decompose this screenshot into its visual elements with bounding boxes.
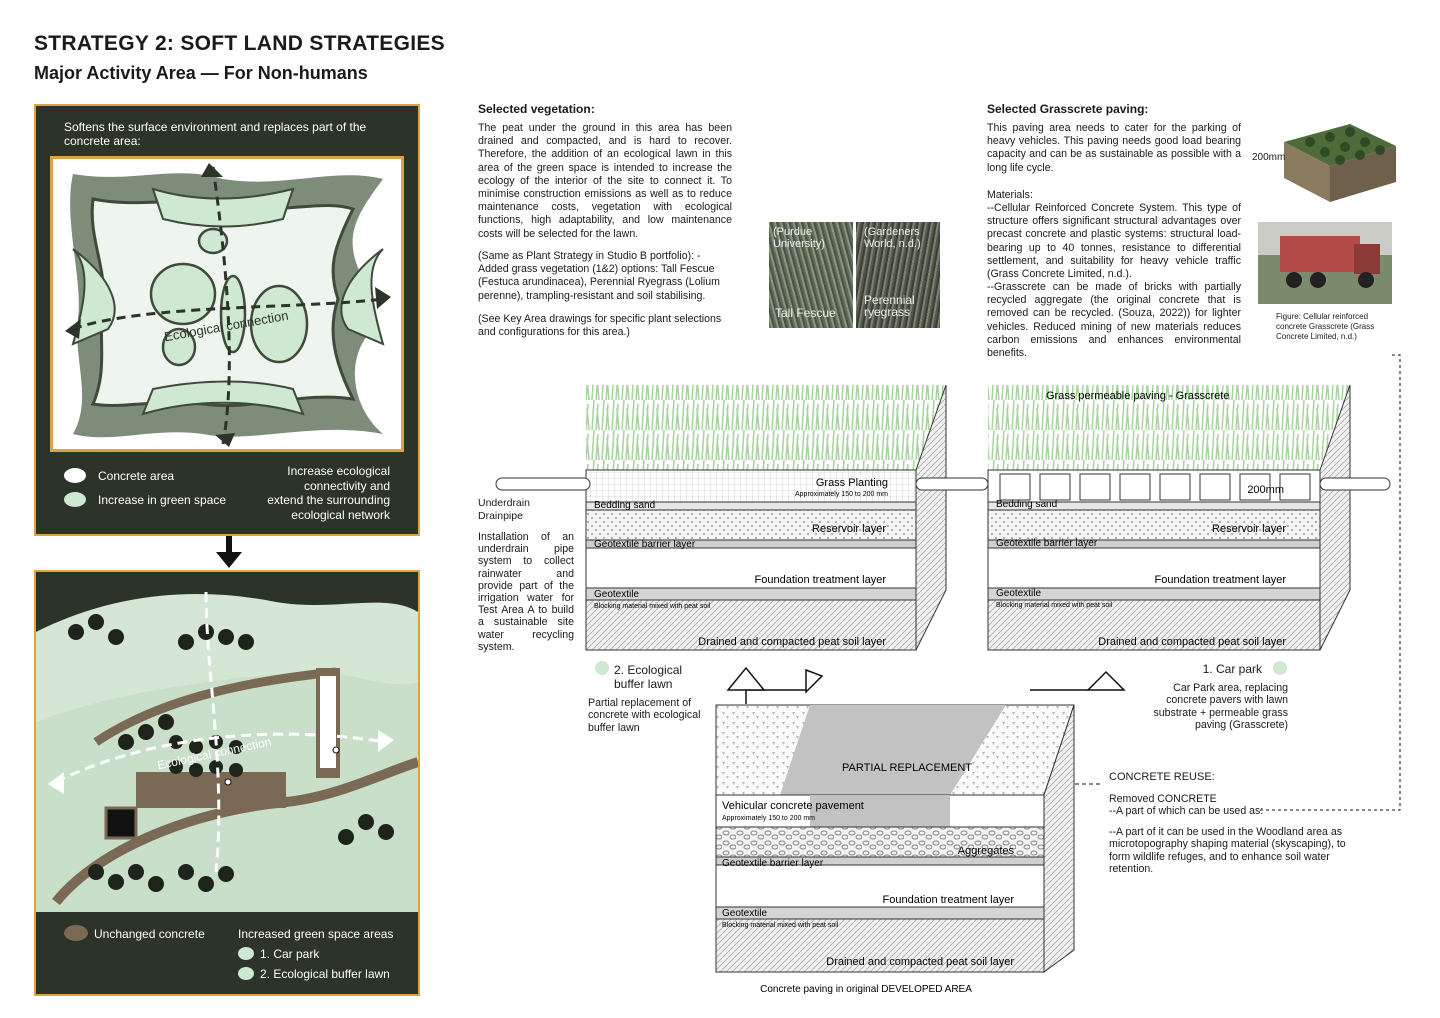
right-dim-label: 200mm: [1247, 484, 1284, 496]
top-strategy-panel: Softens the surface environment and repl…: [34, 104, 420, 536]
grasscrete-dim-label: 200mm: [1252, 152, 1285, 163]
right-layer-peat: Drained and compacted peat soil layer: [1098, 636, 1286, 648]
connection-diagram-svg: Ecological connection: [65, 163, 391, 447]
legend-unchanged-label: Unchanged concrete: [94, 927, 205, 941]
left-layer-reservoir: Reservoir layer: [812, 523, 886, 535]
legend-green-title: Increased green space areas: [238, 927, 394, 941]
down-arrow-icon: [216, 536, 242, 568]
right-layer-foundation: Foundation treatment layer: [1155, 574, 1287, 586]
pipe-text: Installation of an underdrain pipe syste…: [478, 531, 574, 653]
right-layer-blocking: Blocking material mixed with peat soil: [996, 602, 1113, 609]
vegetation-para2: (Same as Plant Strategy in Studio B port…: [478, 250, 721, 302]
legend-concrete-label: Concrete area: [98, 469, 175, 483]
legend-green-label: Increase in green space: [98, 493, 227, 507]
reuse-line2: --A part of which can be used as:: [1109, 805, 1264, 817]
partial-replacement-label: PARTIAL REPLACEMENT: [842, 762, 972, 774]
page-subtitle: Major Activity Area — For Non-humans: [34, 63, 368, 83]
legend-green-swatch: [64, 492, 86, 507]
grasscrete-materials: Materials:: [987, 189, 1033, 201]
bottom-section-block: [715, 704, 1075, 973]
truck-icon: [1280, 236, 1380, 288]
ryegrass-photo: (Gardeners World, n.d.) Perennial ryegra…: [856, 222, 940, 328]
pavement-sub: Approximately 150 to 200 mm: [722, 815, 815, 822]
legend-carpark-label: 1. Car park: [260, 947, 320, 961]
pipe-label: Underdrain Drainpipe: [478, 497, 530, 522]
bottom-layer-blocking: Blocking material mixed with peat soil: [722, 922, 839, 929]
right-layer-geotextile: Geotextile: [996, 588, 1041, 599]
reuse-line1: Removed CONCRETE: [1109, 793, 1217, 805]
vegetation-para3: (See Key Area drawings for specific plan…: [478, 313, 722, 339]
grasscrete-para1: This paving area needs to cater for the …: [987, 122, 1241, 174]
left-layer-geotextile-barrier: Geotextile barrier layer: [594, 539, 696, 550]
left-layer-peat: Drained and compacted peat soil layer: [698, 636, 886, 648]
grasscrete-heading: Selected Grasscrete paving:: [987, 102, 1149, 116]
bottom-layer-foundation: Foundation treatment layer: [883, 894, 1015, 906]
pavement-label: Vehicular concrete pavement: [722, 800, 864, 812]
bottom-layer-geotextile-barrier: Geotextile barrier layer: [722, 858, 824, 869]
tall-fescue-photo: (Purdue University) Tall Fescue: [769, 222, 853, 328]
lawn-marker-dot: [595, 661, 609, 675]
legend-buffer-swatch: [238, 967, 254, 980]
legend-note: Increase ecological connectivity and ext…: [267, 464, 390, 522]
left-layer-bedding: Bedding sand: [594, 500, 655, 511]
panel-intro: Softens the surface environment and repl…: [64, 120, 367, 148]
legend-carpark-swatch: [238, 947, 254, 960]
arrow-up-right-icon: [1086, 670, 1126, 691]
left-layer-foundation: Foundation treatment layer: [755, 574, 887, 586]
right-layer-geotextile-barrier: Geotextile barrier layer: [996, 538, 1098, 549]
legend-concrete-swatch: [64, 468, 86, 483]
legend-buffer-label: 2. Ecological buffer lawn: [260, 967, 390, 981]
vegetation-para1: The peat under the ground in this area h…: [478, 122, 732, 240]
site-map-panel: Ecological connection Unchanged concrete…: [34, 570, 420, 996]
vegetation-heading: Selected vegetation:: [478, 102, 595, 116]
carpark-marker-dot: [1273, 661, 1287, 675]
reuse-dashed-connector: [1260, 354, 1401, 811]
right-top-label: Grass permeable paving - Grasscrete: [1046, 390, 1229, 402]
left-top-sub: Approximately 150 to 200 mm: [795, 491, 888, 498]
lawn-title: 2. Ecological buffer lawn: [614, 663, 683, 691]
grasscrete-figure-caption: Figure: Cellular reinforced concrete Gra…: [1276, 312, 1375, 341]
truck-photo: [1258, 222, 1392, 304]
grasscrete-para2: --Cellular Reinforced Concrete System. T…: [987, 202, 1241, 281]
carpark-text: Car Park area, replacing concrete pavers…: [1153, 682, 1288, 732]
grasscrete-para3: --Grasscrete can be made of bricks with …: [987, 281, 1241, 360]
photo1-source: (Purdue University): [773, 226, 825, 250]
photo2-source: (Gardeners World, n.d.): [864, 226, 921, 250]
bottom-caption: Concrete paving in original DEVELOPED AR…: [760, 984, 972, 995]
bottom-layer-geotextile: Geotextile: [722, 908, 767, 919]
right-section-block: [987, 384, 1391, 651]
photo1-caption: Tall Fescue: [775, 306, 836, 320]
right-layer-reservoir: Reservoir layer: [1212, 523, 1286, 535]
left-layer-geotextile: Geotextile: [594, 589, 639, 600]
carpark-title: 1. Car park: [1202, 662, 1262, 676]
reuse-heading: CONCRETE REUSE:: [1109, 771, 1215, 783]
arrow-up-left-icon: [726, 666, 766, 691]
section-diagrams: Grass Planting Approximately 150 to 200 …: [495, 354, 1401, 995]
left-section-block: [495, 384, 989, 651]
right-layer-bedding: Bedding sand: [996, 499, 1057, 510]
connection-diagram: Ecological connection: [50, 156, 404, 452]
reuse-line3: --A part of it can be used in the Woodla…: [1109, 826, 1346, 876]
left-layer-blocking: Blocking material mixed with peat soil: [594, 603, 711, 610]
left-top-label: Grass Planting: [816, 477, 888, 489]
lawn-text: Partial replacement of concrete with eco…: [588, 697, 701, 734]
bottom-layer-aggregates: Aggregates: [958, 845, 1015, 857]
page-title: STRATEGY 2: SOFT LAND STRATEGIES: [34, 32, 445, 55]
legend-unchanged-swatch: [64, 925, 88, 941]
photo2-caption: Perennial ryegrass: [864, 293, 915, 319]
grasscrete-block-photo: 200mm: [1252, 124, 1396, 202]
bottom-layer-peat: Drained and compacted peat soil layer: [826, 956, 1014, 968]
site-map-svg: Ecological connection: [36, 572, 420, 912]
